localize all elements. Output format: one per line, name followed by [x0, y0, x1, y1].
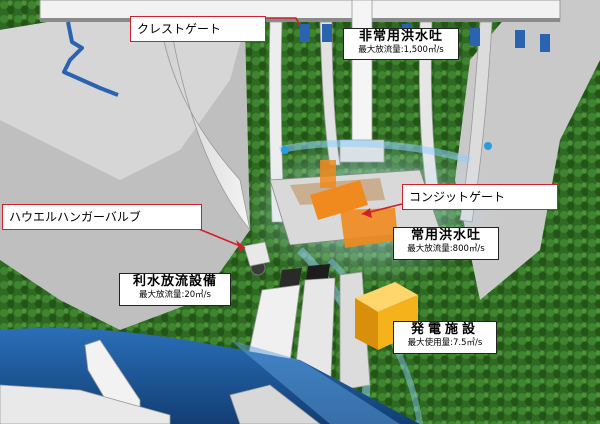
regular-spillway-detail: 最大放流量:800㎥/s	[407, 243, 485, 254]
crest-gate-text: クレストゲート	[137, 22, 222, 36]
howell-bunger-valve-text: ハウエルハンガーバルブ	[9, 210, 141, 224]
power-plant-label: 発電施設 最大使用量:7.5㎥/s	[393, 321, 497, 354]
water-use-discharge-title: 利水放流設備	[132, 274, 217, 289]
dam-crest	[39, 0, 561, 21]
emergency-spillway-detail: 最大放流量:1,500㎥/s	[358, 44, 444, 55]
regular-spillway-label: 常用洪水吐 最大放流量:800㎥/s	[393, 227, 499, 260]
left-pipe	[62, 21, 119, 97]
intake-tower	[351, 0, 373, 151]
power-plant-detail: 最大使用量:7.5㎥/s	[407, 337, 483, 348]
howell-bunger-valve-label: ハウエルハンガーバルブ	[2, 204, 202, 230]
emergency-spillway-label: 非常用洪水吐 最大放流量:1,500㎥/s	[343, 28, 459, 60]
conduit-gate-highlight	[310, 160, 398, 248]
regular-spillway-title: 常用洪水吐	[410, 228, 481, 243]
emergency-spillway-title: 非常用洪水吐	[358, 29, 443, 44]
water-use-discharge-detail: 最大放流量:20㎥/s	[139, 289, 211, 300]
water-use-discharge-label: 利水放流設備 最大放流量:20㎥/s	[119, 273, 231, 306]
conduit-gate-text: コンジットゲート	[409, 190, 506, 204]
power-plant-title: 発電施設	[410, 322, 479, 337]
conduit-gate-label: コンジットゲート	[402, 184, 558, 210]
crest-gate-label: クレストゲート	[130, 16, 266, 42]
